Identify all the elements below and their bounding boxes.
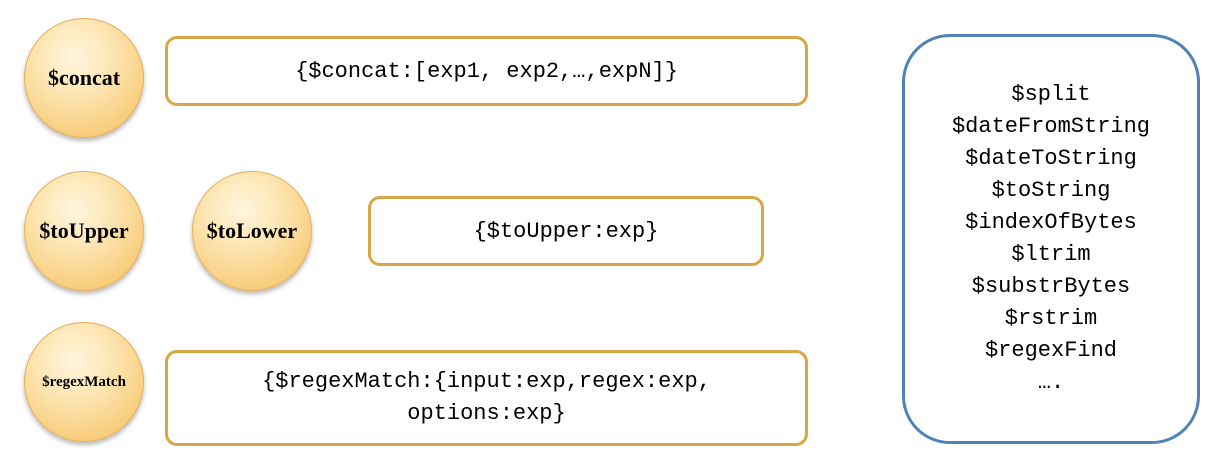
- list-item: $rstrim: [1004, 306, 1098, 331]
- list-item: $dateToString: [965, 146, 1137, 171]
- concat-syntax-box: {$concat:[exp1, exp2,…,expN]}: [165, 36, 808, 106]
- list-item: ….: [1037, 370, 1065, 395]
- list-item: $split: [1011, 82, 1091, 107]
- list-item: $dateFromString: [951, 114, 1151, 139]
- tolower-operator-circle: $toLower: [192, 171, 312, 291]
- list-item: $indexOfBytes: [965, 210, 1137, 235]
- list-item: $regexFind: [984, 338, 1118, 363]
- regexmatch-operator-label: $regexMatch: [42, 373, 126, 390]
- concat-operator-label: $concat: [47, 65, 121, 90]
- other-operators-box: $split $dateFromString $dateToString $to…: [902, 34, 1200, 444]
- tolower-operator-label: $toLower: [206, 218, 298, 243]
- list-item: $substrBytes: [971, 274, 1131, 299]
- regexmatch-syntax-box: {$regexMatch:{input:exp,regex:exp, optio…: [165, 350, 808, 446]
- concat-operator-circle: $concat: [24, 18, 144, 138]
- toupper-operator-circle: $toUpper: [24, 171, 144, 291]
- toupper-operator-label: $toUpper: [39, 218, 129, 243]
- list-item: $ltrim: [1011, 242, 1091, 267]
- concat-syntax-text: {$concat:[exp1, exp2,…,expN]}: [295, 58, 678, 84]
- toupper-syntax-text: {$toUpper:exp}: [473, 218, 659, 244]
- regexmatch-operator-circle: $regexMatch: [24, 322, 144, 442]
- toupper-syntax-box: {$toUpper:exp}: [368, 196, 764, 266]
- regexmatch-syntax-text: {$regexMatch:{input:exp,regex:exp, optio…: [262, 369, 711, 426]
- list-item: $toString: [991, 178, 1111, 203]
